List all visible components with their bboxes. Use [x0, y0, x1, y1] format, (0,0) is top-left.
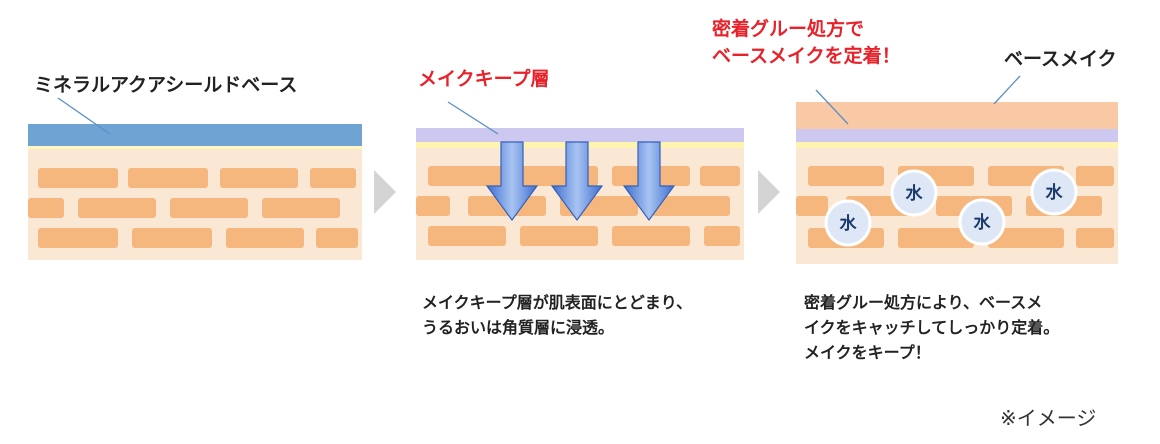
water-drop-icon: 水 — [824, 199, 872, 247]
svg-text:水: 水 — [906, 183, 924, 204]
panel-2-title: メイクキープ層 — [418, 68, 550, 90]
base-makeup-label: ベースメイク — [1004, 48, 1117, 70]
panel-2-desc-line-2: うるおいは角質層に浸透。 — [422, 318, 615, 337]
svg-text:水: 水 — [840, 213, 858, 234]
water-drop-icon: 水 — [890, 169, 938, 217]
make-keep-layer — [416, 128, 744, 142]
svg-text:水: 水 — [1046, 182, 1064, 203]
leader-line — [447, 101, 499, 135]
base-makeup-layer — [796, 102, 1118, 129]
panel-3-title-line-2: ベースメイクを定着！ — [712, 45, 901, 67]
down-arrow-icon — [550, 141, 604, 222]
panel-2 — [416, 101, 744, 260]
make-keep-layer — [796, 128, 1118, 142]
chevron-right-icon — [374, 170, 396, 214]
panel-3-desc-line-3: メイクをキープ！ — [804, 343, 931, 362]
panel-1-title: ミネラルアクアシールドベース — [34, 74, 298, 96]
panel-1 — [28, 97, 362, 260]
leader-line — [815, 89, 849, 125]
panel-3-title: 密着グルー処方で ベースメイクを定着！ — [712, 16, 901, 70]
leader-line — [993, 75, 1021, 105]
panel-3: 水 水 水 水 — [796, 75, 1118, 264]
panel-3-title-line-1: 密着グルー処方で — [712, 18, 865, 40]
image-note: ※イメージ — [1000, 406, 1097, 430]
panel-3-description: 密着グルー処方により、ベースメ イクをキャッチしてしっかり定着。 メイクをキープ… — [804, 290, 1059, 365]
panel-2-desc-line-1: メイクキープ層が肌表面にとどまり、 — [422, 293, 693, 312]
mineral-shield-layer — [28, 124, 362, 146]
panel-2-description: メイクキープ層が肌表面にとどまり、 うるおいは角質層に浸透。 — [422, 290, 692, 340]
water-drop-icon: 水 — [958, 198, 1006, 246]
skin-surface — [796, 142, 1118, 148]
panel-3-desc-line-1: 密着グルー処方により、ベースメ — [804, 293, 1043, 312]
svg-text:水: 水 — [974, 212, 992, 233]
brick-pattern — [28, 168, 358, 248]
panel-3-desc-line-2: イクをキャッチしてしっかり定着。 — [804, 318, 1060, 337]
chevron-right-icon — [758, 170, 780, 214]
down-arrow-icon — [622, 141, 676, 222]
water-drop-icon: 水 — [1030, 168, 1078, 216]
skin-surface — [28, 145, 362, 149]
leader-line — [57, 97, 111, 135]
down-arrow-icon — [485, 141, 539, 222]
